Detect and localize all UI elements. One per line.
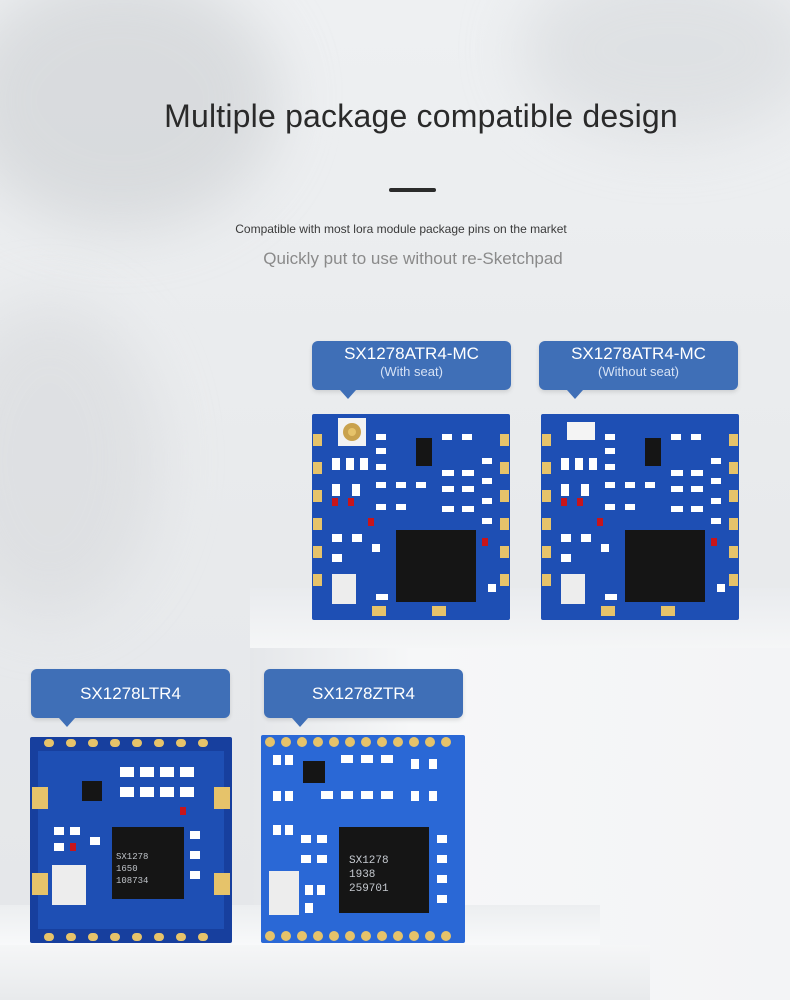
page-title: Multiple package compatible design [164, 98, 678, 134]
module-3-chip-line3: 108734 [116, 876, 148, 886]
label-module-2: SX1278ATR4-MC (Without seat) [539, 341, 738, 399]
label-module-1: SX1278ATR4-MC (With seat) [312, 341, 511, 399]
label-module-4: SX1278ZTR4 [264, 669, 463, 727]
lower-podium [0, 945, 650, 1000]
module-4-name: SX1278ZTR4 [312, 684, 415, 703]
module-3-board: SX1278 1650 108734 [30, 737, 232, 943]
module-2-variant: (Without seat) [598, 364, 679, 379]
label-module-3: SX1278LTR4 [31, 669, 230, 727]
module-4-chip-line2: 1938 [349, 869, 375, 881]
module-4-chip-line1: SX1278 [349, 855, 389, 867]
module-1-variant: (With seat) [380, 364, 443, 379]
module-3-chip-line2: 1650 [116, 864, 138, 874]
module-4-chip-line3: 259701 [349, 883, 389, 895]
subtitle-secondary: Quickly put to use without re-Sketchpad [263, 249, 563, 268]
module-1-board [312, 414, 510, 620]
module-2-name: SX1278ATR4-MC [571, 344, 706, 363]
module-3-chip-line1: SX1278 [116, 852, 148, 862]
module-4-board: SX1278 1938 259701 [261, 735, 465, 943]
module-2-board [541, 414, 739, 620]
title-divider [389, 188, 436, 192]
module-1-name: SX1278ATR4-MC [344, 344, 479, 363]
module-3-name: SX1278LTR4 [80, 684, 181, 703]
subtitle-primary: Compatible with most lora module package… [235, 222, 567, 236]
